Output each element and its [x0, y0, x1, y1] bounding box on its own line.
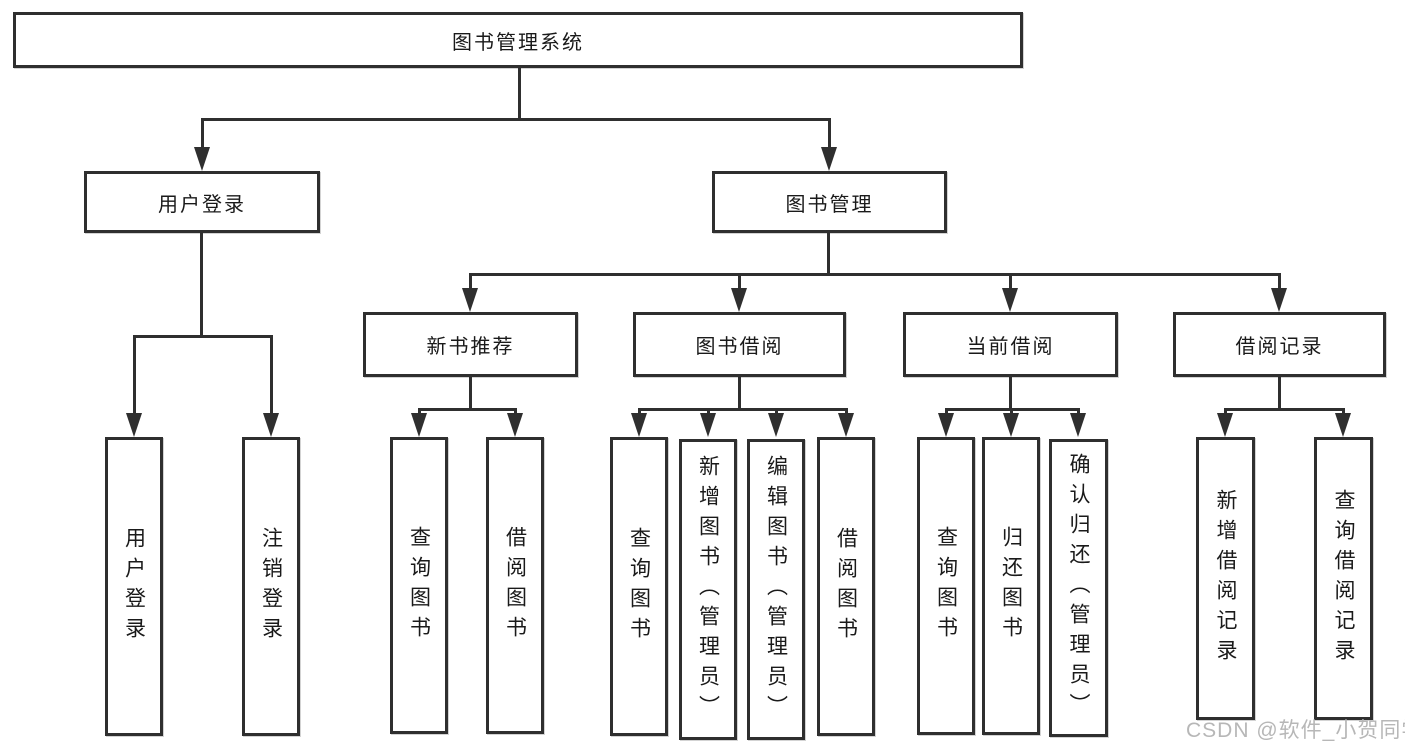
connector-line — [469, 377, 472, 408]
node-current-query-books: 查询图书 — [917, 437, 975, 735]
node-label: 借阅图书 — [834, 526, 858, 647]
arrow-down-icon — [1217, 413, 1233, 437]
node-label: 新书推荐 — [426, 336, 515, 358]
node-label: 归还图书 — [999, 526, 1023, 646]
node-borrow-records: 借阅记录 — [1173, 312, 1386, 377]
node-label: 借阅记录 — [1235, 336, 1324, 358]
node-edit-book-admin: 编辑图书（管理员） — [747, 439, 805, 740]
node-label: 查询图书 — [934, 526, 958, 646]
node-book-management: 图书管理 — [712, 171, 947, 233]
node-label: 查询借阅记录 — [1332, 488, 1355, 669]
connector-line — [201, 118, 204, 152]
arrow-down-icon — [938, 413, 954, 437]
node-add-borrow-record: 新增借阅记录 — [1196, 437, 1255, 720]
connector-line — [828, 118, 831, 152]
connector-line — [133, 335, 273, 338]
arrow-down-icon — [768, 413, 784, 437]
arrow-down-icon — [1070, 413, 1086, 437]
node-label: 当前借阅 — [966, 336, 1055, 358]
arrow-down-icon — [126, 413, 142, 437]
csdn-watermark: CSDN @软件_小贺同学 — [1186, 719, 1405, 742]
node-borrow-book-leaf: 借阅图书 — [817, 437, 875, 736]
node-label: 图书管理系统 — [452, 31, 584, 54]
node-return-book: 归还图书 — [982, 437, 1040, 735]
arrow-down-icon — [700, 413, 716, 437]
node-label: 新增图书（管理员） — [696, 454, 720, 725]
arrow-down-icon — [411, 413, 427, 437]
arrow-down-icon — [194, 147, 210, 171]
node-label: 图书管理 — [785, 193, 874, 216]
node-label: 编辑图书（管理员） — [764, 454, 788, 725]
node-recommend-borrow-books: 借阅图书 — [486, 437, 544, 734]
node-logout-leaf: 注销登录 — [242, 437, 300, 736]
node-borrow-query-books: 查询图书 — [610, 437, 668, 736]
node-current-borrow: 当前借阅 — [903, 312, 1118, 377]
arrow-down-icon — [462, 288, 478, 312]
connector-line — [201, 118, 831, 121]
connector-line — [738, 377, 741, 408]
node-label: 确认归还（管理员） — [1067, 453, 1090, 723]
node-confirm-return-admin: 确认归还（管理员） — [1049, 439, 1108, 737]
node-recommend-query-books: 查询图书 — [390, 437, 448, 734]
connector-line — [1009, 273, 1012, 291]
connector-line — [200, 233, 203, 335]
node-label: 查询图书 — [407, 525, 431, 646]
connector-line — [1224, 408, 1345, 411]
node-user-login-leaf: 用户登录 — [105, 437, 163, 736]
arrow-down-icon — [1271, 288, 1287, 312]
arrow-down-icon — [1003, 413, 1019, 437]
connector-line — [827, 233, 830, 273]
node-library-system: 图书管理系统 — [13, 12, 1023, 68]
connector-line — [469, 273, 1281, 276]
node-label: 借阅图书 — [503, 525, 527, 646]
connector-line — [738, 273, 741, 291]
node-label: 用户登录 — [158, 193, 246, 216]
node-label: 注销登录 — [259, 526, 283, 647]
connector-line — [133, 335, 136, 415]
node-label: 新增借阅记录 — [1214, 488, 1237, 669]
connector-line — [418, 408, 517, 411]
arrow-down-icon — [731, 288, 747, 312]
arrow-down-icon — [1002, 288, 1018, 312]
connector-line — [1009, 377, 1012, 408]
node-label: 查询图书 — [627, 526, 651, 647]
connector-line — [469, 273, 472, 291]
arrow-down-icon — [1335, 413, 1351, 437]
arrow-down-icon — [631, 413, 647, 437]
node-book-borrow: 图书借阅 — [633, 312, 846, 377]
node-label: 图书借阅 — [695, 336, 784, 358]
arrow-down-icon — [507, 413, 523, 437]
arrow-down-icon — [821, 147, 837, 171]
arrow-down-icon — [263, 413, 279, 437]
node-new-book-recommend: 新书推荐 — [363, 312, 578, 377]
connector-line — [1278, 273, 1281, 291]
connector-line — [1278, 377, 1281, 408]
node-add-book-admin: 新增图书（管理员） — [679, 439, 737, 740]
connector-line — [518, 68, 521, 118]
arrow-down-icon — [838, 413, 854, 437]
node-query-borrow-record: 查询借阅记录 — [1314, 437, 1373, 720]
connector-line — [270, 335, 273, 415]
node-user-login: 用户登录 — [84, 171, 320, 233]
connector-line — [638, 408, 848, 411]
node-label: 用户登录 — [122, 526, 146, 647]
